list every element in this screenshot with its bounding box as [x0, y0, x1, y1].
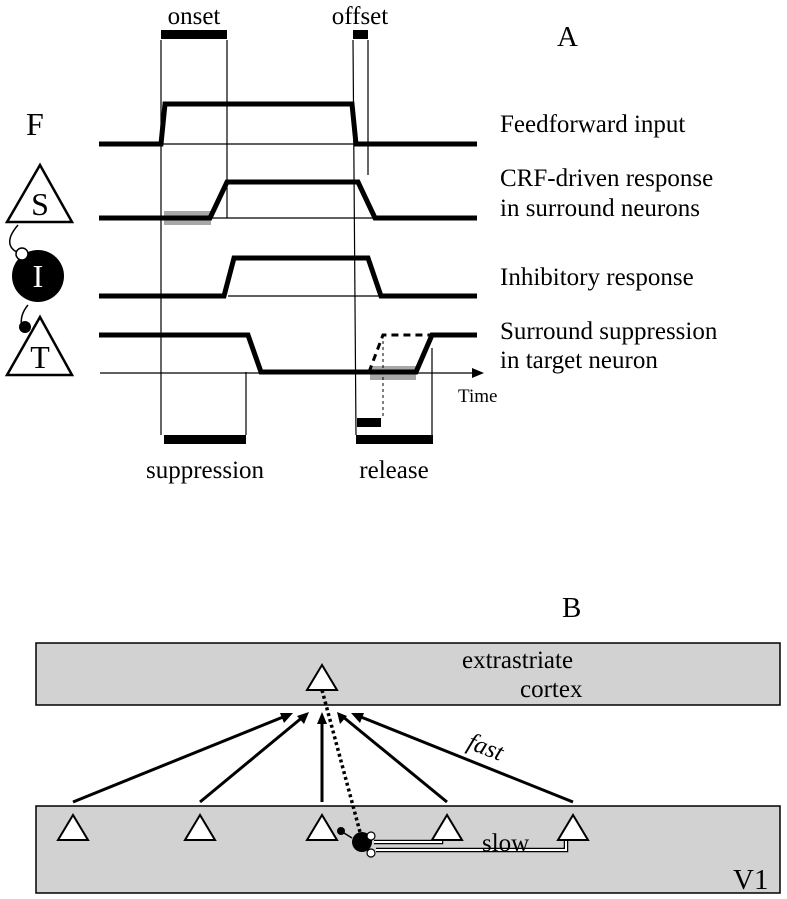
panel-b: B extrastriate cortex V1 [35, 592, 781, 896]
extrastriate-cortex-box [35, 642, 781, 706]
arrowhead-3 [317, 712, 327, 724]
crf-trace-label-line2: in surround neurons [500, 195, 700, 222]
time-axis-label: Time [458, 386, 497, 407]
release-label: release [359, 457, 428, 484]
projection-arrow-5 [355, 713, 574, 804]
projection-arrow-2 [199, 714, 305, 804]
excitatory-contact-icon-2 [366, 848, 376, 858]
v1-neuron-icon-5 [556, 813, 590, 841]
slow-label: slow [482, 830, 529, 857]
inhibitory-trace-label: Inhibitory response [500, 264, 694, 291]
panel-a: A onset offset suppression release Time … [4, 3, 718, 484]
excitatory-contact-icon-1 [366, 831, 376, 841]
guide-line-offset-start [352, 39, 357, 436]
trace-surround-suppression [99, 332, 477, 375]
v1-neuron-icon-1 [56, 813, 90, 841]
release-short-bar [357, 418, 381, 427]
surround-node-label: S [31, 186, 49, 222]
projection-arrow-4 [341, 714, 448, 804]
excitatory-synapse-icon [15, 247, 29, 261]
onset-window-bar [161, 30, 227, 39]
inhibitory-synapse-icon [19, 321, 31, 333]
panel-b-label: B [562, 592, 581, 624]
suppression-trace-label-line1: Surround suppression [500, 318, 718, 345]
suppression-trace-label-line2: in target neuron [500, 347, 658, 374]
extrastriate-label-line2: cortex [520, 676, 583, 703]
crf-trace-label-line1: CRF-driven response [500, 165, 713, 192]
suppression-label: suppression [146, 457, 265, 484]
offset-label: offset [332, 3, 389, 30]
feedforward-trace-label: Feedforward input [500, 111, 685, 138]
v1-neuron-icon-2 [183, 813, 217, 841]
feedforward-node-label: F [26, 106, 44, 142]
inhibitory-to-pyramidal-link [343, 832, 353, 839]
arrowhead-5 [351, 713, 364, 723]
release-window-bar [356, 435, 433, 444]
fast-projections [72, 712, 574, 804]
inhibitory-contact-icon [337, 827, 345, 835]
dotted-feedback-line [320, 689, 362, 833]
extrastriate-neuron-icon [305, 663, 339, 691]
trace-inhibitory [99, 255, 477, 299]
offset-window-bar [353, 30, 368, 39]
inhibitory-neuron-icon [12, 250, 64, 302]
v1-neuron-icon-3 [305, 813, 339, 841]
extrastriate-label-line1: extrastriate [462, 647, 573, 674]
suppression-window-bar [164, 435, 246, 444]
target-node-label: T [30, 339, 50, 375]
inhibitory-node-label: I [33, 258, 44, 294]
target-neuron-icon [4, 314, 75, 377]
arrowhead-1 [280, 713, 293, 723]
trace-feedforward [99, 101, 477, 147]
onset-label: onset [168, 3, 221, 30]
v1-label: V1 [733, 864, 768, 896]
panel-a-label: A [557, 21, 578, 53]
v1-neuron-icon-4 [430, 813, 464, 841]
projection-arrow-1 [72, 713, 289, 804]
time-axis-arrowhead [472, 368, 484, 378]
slow-connection-inner [376, 840, 567, 851]
trace-crf [99, 179, 477, 221]
arrowhead-2 [297, 712, 309, 724]
arrowhead-4 [337, 712, 347, 724]
surround-neuron-icon [4, 162, 75, 224]
